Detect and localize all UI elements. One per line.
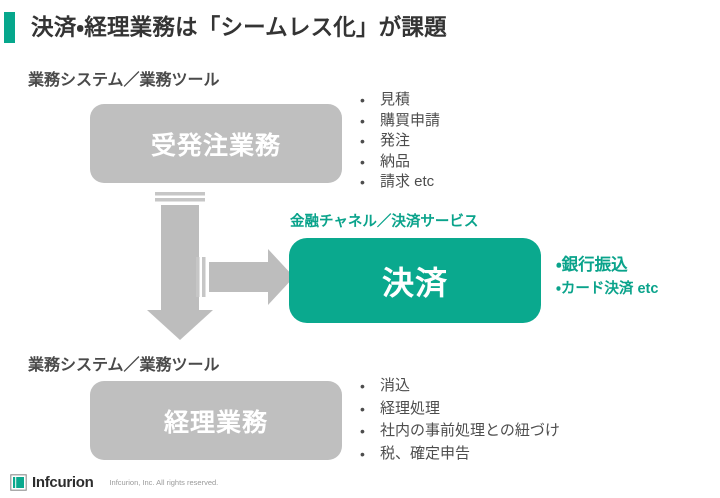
list-item: ・カード決済 etc (556, 281, 659, 297)
list-item: 購買申請 (358, 111, 440, 132)
copyright-text: Infcurion, Inc. All rights reserved. (109, 478, 219, 487)
infcurion-logo-icon (10, 474, 27, 491)
list-item: 社内の事前処理との紐づけ (358, 420, 560, 443)
list-item: 発注 (358, 131, 440, 152)
list-item: 見積 (358, 90, 440, 111)
box-accounting-operations: 経理業務 (90, 381, 342, 460)
infcurion-logo-text: Infcurion (32, 474, 94, 491)
box-order-operations: 受発注業務 (90, 104, 342, 183)
footer: Infcurion Infcurion, Inc. All rights res… (10, 474, 218, 491)
box-payment: 決済 (289, 238, 541, 323)
section-caption-payment: 金融チャネル／決済サービス (290, 214, 479, 230)
section-caption-bottom: 業務システム／業務ツール (28, 357, 220, 374)
list-order-items: 見積 購買申請 発注 納品 請求 etc (358, 90, 440, 193)
title-accent-bar (4, 12, 15, 43)
list-item: ・銀行振込 (556, 256, 628, 274)
list-item: 納品 (358, 152, 440, 173)
list-payment-channels: ・銀行振込 ・カード決済 etc (556, 253, 658, 300)
page-title: 決済・経理業務は「シームレス化」が課題 (31, 15, 447, 40)
list-item: 消込 (358, 375, 560, 398)
list-item: 税、確定申告 (358, 443, 560, 466)
list-accounting-items: 消込 経理処理 社内の事前処理との紐づけ 税、確定申告 (358, 375, 560, 465)
list-item: 経理処理 (358, 398, 560, 421)
right-arrow-icon (196, 249, 294, 305)
list-item: 請求 etc (358, 172, 440, 193)
section-caption-top: 業務システム／業務ツール (28, 72, 220, 89)
down-arrow-icon (147, 192, 213, 340)
